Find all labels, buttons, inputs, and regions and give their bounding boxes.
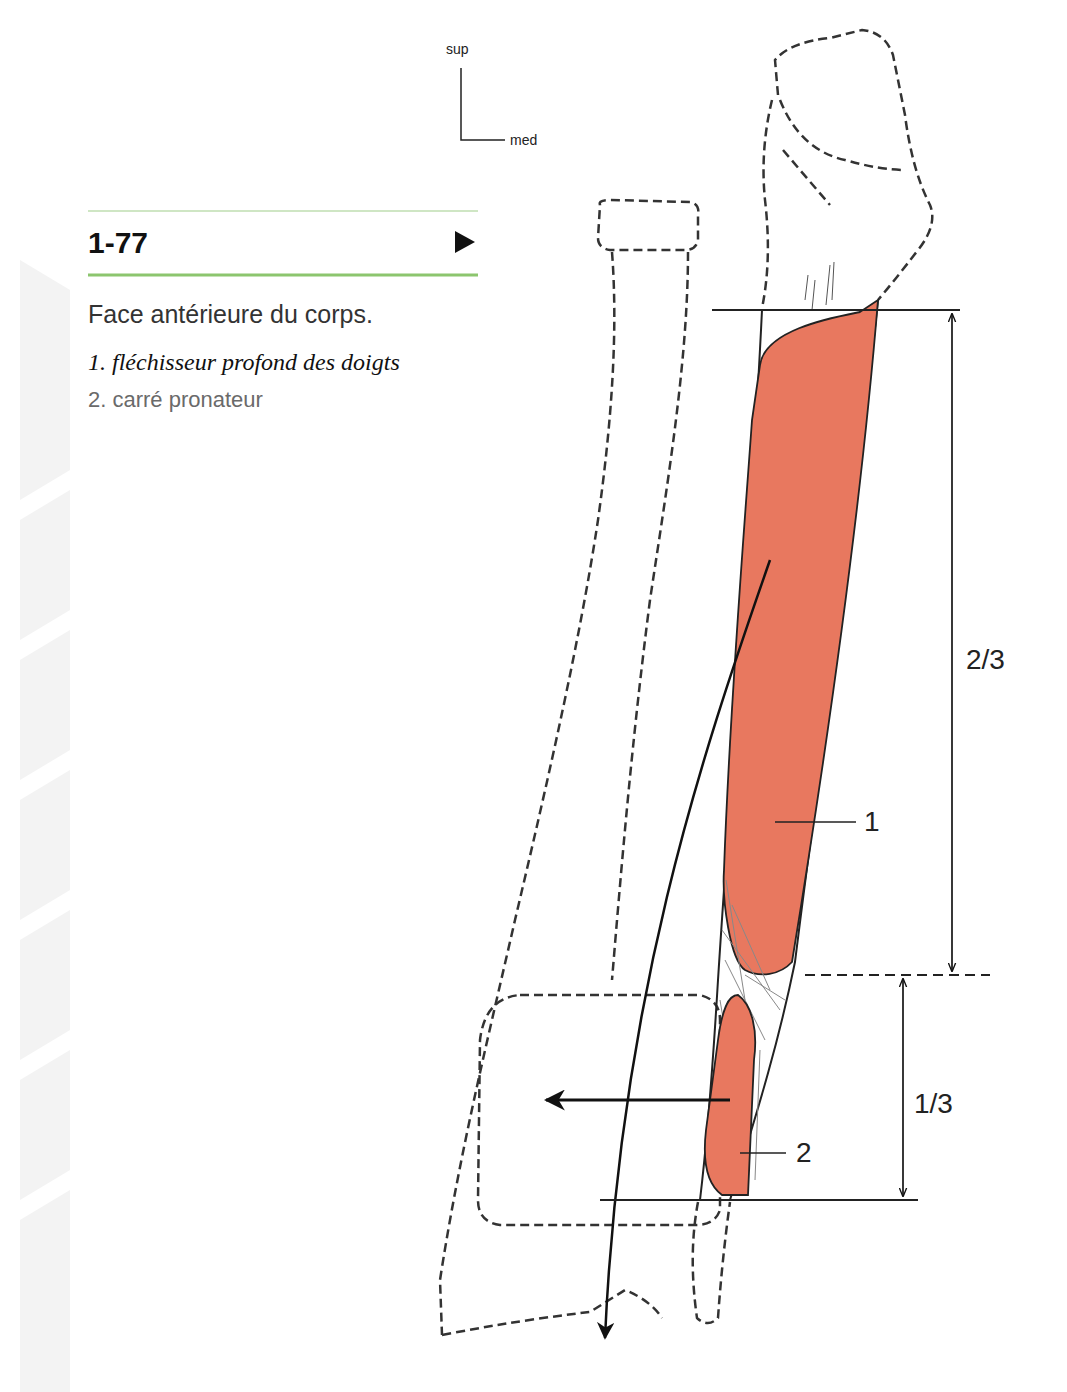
action-arrow: [605, 560, 770, 1338]
title-rule: [88, 210, 478, 212]
hatch-marks: [805, 262, 834, 310]
orientation-axes: [461, 68, 505, 140]
background-stripes: [20, 260, 70, 1392]
callout-number: 2: [796, 1138, 812, 1169]
leader-lines: [740, 822, 856, 1153]
dimension-label: 1/3: [914, 1089, 953, 1120]
callout-number: 1: [864, 807, 880, 838]
figure-number: 1-77: [88, 226, 148, 259]
legend-item: 1. fléchisseur profond des doigts: [88, 349, 400, 375]
muscle-insertion-area: [724, 300, 878, 974]
stripe-gaps: [20, 470, 70, 1220]
muscle-insertion-area: [705, 995, 755, 1195]
axis-label: med: [510, 133, 537, 148]
axis-label: sup: [446, 42, 469, 57]
legend-item: 2. carré pronateur: [88, 388, 263, 412]
pointer-triangle: [455, 231, 475, 253]
radius-outline: [440, 200, 720, 1335]
ulna-head-outline: [693, 1202, 730, 1323]
dimension-label: 2/3: [966, 645, 1005, 676]
ulna-outline: [762, 30, 932, 308]
title-rule: [88, 274, 478, 277]
action-arrow: [546, 1099, 730, 1102]
ulna-shaft: [700, 300, 878, 1200]
figure-caption: Face antérieure du corps.: [88, 301, 373, 329]
dimension-lines: [600, 310, 990, 1200]
